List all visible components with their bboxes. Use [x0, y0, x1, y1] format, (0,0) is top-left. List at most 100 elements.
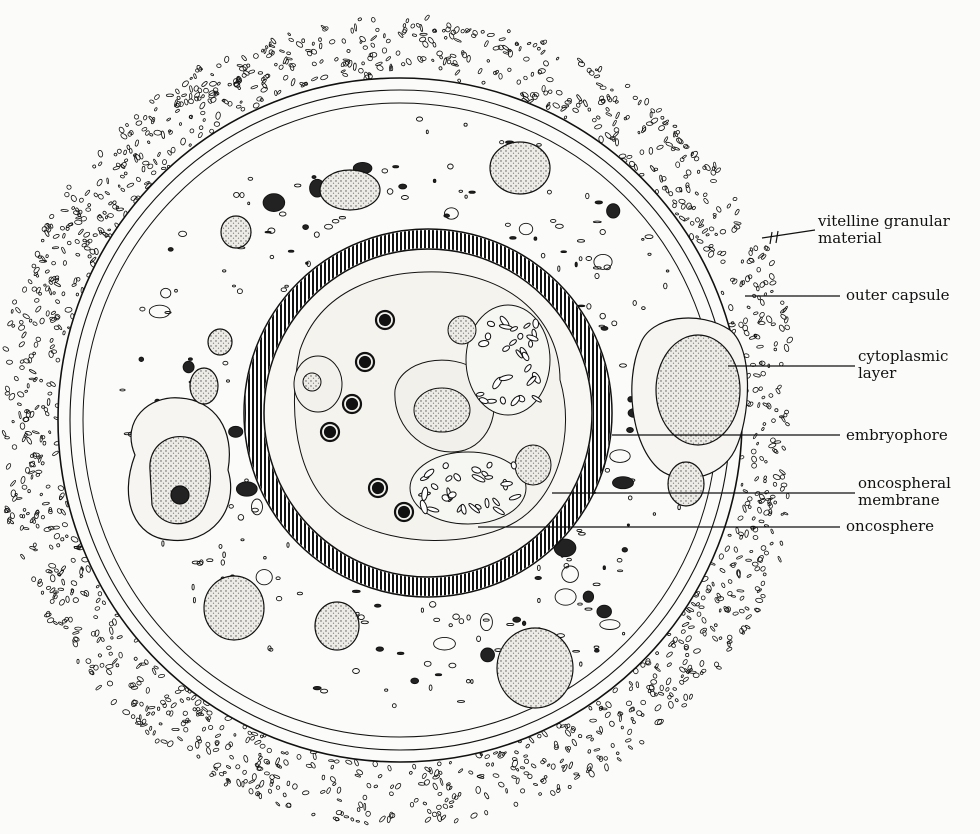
granule	[180, 138, 186, 146]
granule	[288, 38, 294, 43]
granule	[538, 792, 542, 796]
granule	[596, 730, 602, 734]
granule	[345, 759, 352, 765]
granule	[717, 250, 722, 255]
granule	[64, 626, 69, 629]
granule	[62, 233, 65, 238]
granule	[311, 76, 318, 81]
granule	[750, 247, 754, 251]
hook-ring	[347, 399, 357, 409]
granule	[43, 284, 46, 287]
granule	[442, 29, 446, 33]
granule	[201, 81, 208, 88]
granule	[130, 195, 137, 201]
granule	[120, 133, 128, 141]
granule	[366, 811, 371, 817]
granule	[177, 96, 181, 100]
granule	[523, 57, 529, 62]
granule	[460, 29, 465, 34]
granule	[655, 651, 659, 655]
granule	[386, 38, 391, 43]
granule	[206, 716, 211, 721]
granule	[528, 737, 534, 744]
granule	[615, 112, 620, 119]
granule	[74, 220, 82, 225]
granule	[48, 392, 53, 396]
inclusion	[397, 652, 404, 654]
granule	[22, 514, 25, 518]
granule	[631, 717, 634, 720]
granule	[236, 779, 241, 787]
granule	[356, 820, 360, 822]
granule	[191, 695, 197, 701]
granule	[341, 38, 346, 44]
granule	[484, 40, 489, 47]
granule	[603, 756, 608, 761]
inclusion	[603, 566, 605, 570]
granule	[733, 612, 739, 616]
granule	[87, 203, 91, 207]
granule	[109, 627, 114, 635]
granule	[748, 505, 752, 509]
granule	[22, 313, 30, 320]
granule	[96, 637, 101, 643]
granule	[320, 790, 325, 794]
granule	[675, 698, 679, 702]
granule	[440, 778, 444, 786]
granule	[547, 764, 550, 767]
granule	[364, 803, 366, 810]
granule	[739, 596, 744, 601]
granule	[612, 96, 618, 103]
nucleus-lower-right	[497, 628, 573, 708]
granule	[527, 42, 531, 45]
granule	[689, 694, 693, 700]
inclusion	[188, 358, 192, 361]
granule	[145, 729, 150, 735]
label-oncospheral-line1: oncospheral	[858, 475, 951, 492]
granule	[95, 606, 101, 611]
granule	[351, 28, 354, 33]
granule	[11, 444, 17, 450]
oncosphere-nucleus	[414, 388, 470, 432]
mitochondrion	[485, 333, 491, 340]
granule	[302, 790, 309, 795]
granule	[487, 33, 495, 37]
granule	[734, 209, 739, 216]
granule	[247, 731, 252, 736]
granule	[48, 431, 51, 434]
granule	[633, 96, 638, 100]
granule	[122, 709, 130, 716]
granule	[27, 384, 29, 388]
granule	[245, 737, 250, 744]
granule	[70, 557, 76, 563]
granule	[274, 90, 277, 95]
granule	[145, 130, 150, 136]
mitochondrion	[529, 340, 533, 347]
granule	[205, 742, 210, 748]
granule	[2, 346, 9, 352]
granule	[389, 791, 394, 796]
granule	[663, 136, 668, 142]
granule	[201, 94, 205, 98]
granule	[484, 792, 490, 799]
granule	[58, 588, 64, 591]
granule	[251, 85, 258, 89]
granule	[195, 68, 200, 73]
granule	[322, 26, 329, 32]
granule	[412, 764, 416, 769]
granule	[747, 306, 751, 310]
granule	[438, 792, 443, 796]
granule	[609, 720, 616, 727]
granule	[455, 69, 461, 75]
granule	[625, 84, 630, 88]
granule	[197, 739, 202, 744]
granule	[493, 46, 501, 51]
granule	[290, 64, 295, 71]
leader-vitelline-tick1	[770, 232, 772, 244]
granule	[688, 626, 694, 629]
granule	[242, 770, 247, 775]
inclusion	[535, 576, 541, 579]
granule	[751, 448, 757, 454]
granule	[62, 522, 68, 527]
granule	[728, 304, 734, 311]
